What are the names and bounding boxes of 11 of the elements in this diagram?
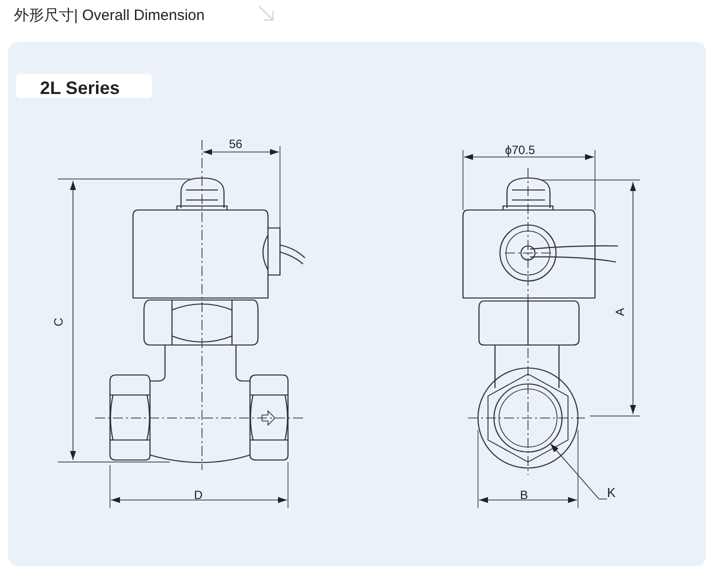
- dimension-label: C: [52, 318, 64, 326]
- page-title: 外形尺寸| Overall Dimension: [14, 8, 205, 23]
- dimension-label: B: [520, 489, 528, 501]
- callout-letter: K: [607, 486, 616, 499]
- dimension-label: D: [194, 489, 203, 501]
- dimension-label: ϕ70.5: [505, 144, 536, 156]
- dimension-label: 56: [229, 138, 242, 150]
- dimension-label: A: [614, 308, 626, 316]
- series-tab: 2L Series: [16, 74, 152, 98]
- leader-line: [550, 443, 608, 500]
- thread-circle: [493, 383, 563, 453]
